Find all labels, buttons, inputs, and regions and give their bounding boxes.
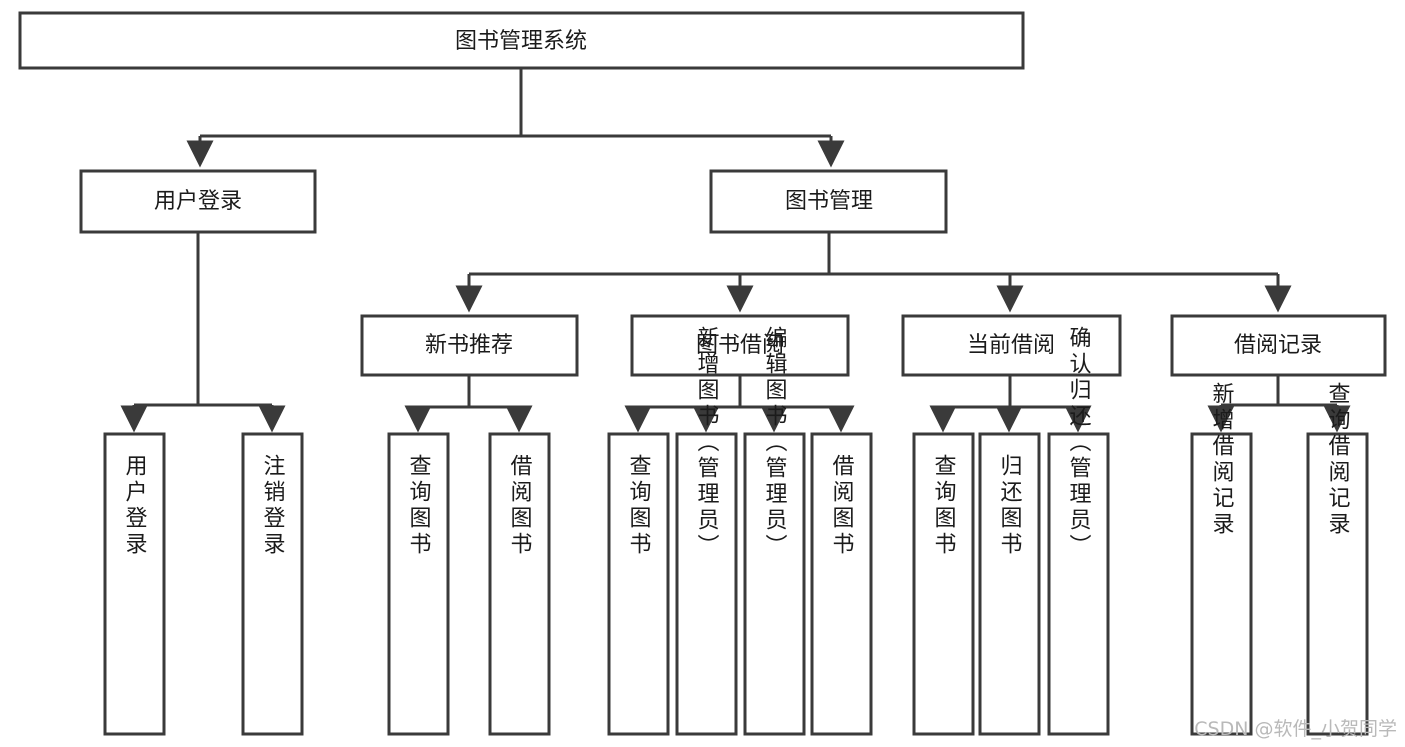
leaf-user-login-1-label: 用户登录 bbox=[122, 454, 148, 558]
node-user-login[interactable]: 用户登录 bbox=[79, 169, 317, 234]
node-borrow-record[interactable]: 借阅记录 bbox=[1170, 314, 1387, 377]
leaf-book-borrow-4-label: 借阅图书 bbox=[829, 454, 855, 558]
leaf-book-borrow-3-box[interactable] bbox=[743, 432, 806, 736]
leaf-borrow-record-1-box[interactable] bbox=[1190, 432, 1253, 736]
node-current-borrow-box[interactable] bbox=[901, 314, 1122, 377]
node-book-manage[interactable]: 图书管理 bbox=[709, 169, 948, 234]
leaf-user-login-2-label: 注销登录 bbox=[260, 454, 286, 558]
node-current-borrow[interactable]: 当前借阅 bbox=[901, 314, 1122, 377]
node-new-book-recommend-box[interactable] bbox=[360, 314, 579, 377]
leaf-current-borrow-1-box[interactable] bbox=[912, 432, 975, 736]
node-user-login-label: 用户登录 bbox=[154, 189, 242, 214]
leaf-book-borrow-3-label: 编辑图书（管理员） bbox=[762, 326, 788, 560]
node-book-borrow-label: 图书借阅 bbox=[696, 333, 784, 358]
leaf-current-borrow-3[interactable]: 确认归还（管理员） bbox=[1047, 326, 1110, 736]
leaf-current-borrow-1-label: 查询图书 bbox=[931, 454, 957, 558]
leaf-borrow-record-1[interactable]: 新增借阅记录 bbox=[1190, 382, 1253, 736]
node-root[interactable]: 图书管理系统 bbox=[18, 11, 1025, 70]
leaf-book-borrow-3[interactable]: 编辑图书（管理员） bbox=[743, 326, 806, 736]
leaf-user-login-2-box[interactable] bbox=[241, 432, 304, 736]
edge-group bbox=[120, 68, 1351, 433]
leaf-book-borrow-1-box[interactable] bbox=[607, 432, 670, 736]
node-new-book-recommend[interactable]: 新书推荐 bbox=[360, 314, 579, 377]
node-user-login-box[interactable] bbox=[79, 169, 317, 234]
leaf-borrow-record-1-label: 新增借阅记录 bbox=[1209, 382, 1235, 538]
leaf-book-borrow-2[interactable]: 新增图书（管理员） bbox=[675, 326, 738, 736]
node-book-borrow[interactable]: 图书借阅 bbox=[630, 314, 850, 377]
node-book-borrow-box[interactable] bbox=[630, 314, 850, 377]
node-book-manage-label: 图书管理 bbox=[785, 189, 873, 214]
leaf-current-borrow-2[interactable]: 归还图书 bbox=[978, 432, 1041, 736]
leaf-user-login-1[interactable]: 用户登录 bbox=[103, 432, 166, 736]
leaf-new-book-recommend-1[interactable]: 查询图书 bbox=[387, 432, 450, 736]
leaf-current-borrow-2-label: 归还图书 bbox=[997, 454, 1023, 558]
leaf-new-book-recommend-2-box[interactable] bbox=[488, 432, 551, 736]
node-book-manage-box[interactable] bbox=[709, 169, 948, 234]
leaf-current-borrow-2-box[interactable] bbox=[978, 432, 1041, 736]
leaf-new-book-recommend-2-label: 借阅图书 bbox=[507, 454, 533, 558]
leaf-borrow-record-2-box[interactable] bbox=[1306, 432, 1369, 736]
leaf-current-borrow-3-box[interactable] bbox=[1047, 432, 1110, 736]
leaf-book-borrow-4[interactable]: 借阅图书 bbox=[810, 432, 873, 736]
leaf-current-borrow-3-label: 确认归还（管理员） bbox=[1066, 326, 1092, 560]
leaf-book-borrow-4-box[interactable] bbox=[810, 432, 873, 736]
leaf-book-borrow-1-label: 查询图书 bbox=[626, 454, 652, 558]
leaf-user-login-1-box[interactable] bbox=[103, 432, 166, 736]
node-borrow-record-box[interactable] bbox=[1170, 314, 1387, 377]
leaf-book-borrow-1[interactable]: 查询图书 bbox=[607, 432, 670, 736]
node-root-label: 图书管理系统 bbox=[455, 29, 587, 54]
node-borrow-record-label: 借阅记录 bbox=[1234, 333, 1322, 358]
leaf-borrow-record-2[interactable]: 查询借阅记录 bbox=[1306, 382, 1369, 736]
leaf-borrow-record-2-label: 查询借阅记录 bbox=[1325, 382, 1351, 538]
node-current-borrow-label: 当前借阅 bbox=[967, 333, 1055, 358]
leaf-current-borrow-1[interactable]: 查询图书 bbox=[912, 432, 975, 736]
leaf-new-book-recommend-1-label: 查询图书 bbox=[406, 454, 432, 558]
node-root-box[interactable] bbox=[18, 11, 1025, 70]
leaf-book-borrow-2-box[interactable] bbox=[675, 432, 738, 736]
leaf-new-book-recommend-2[interactable]: 借阅图书 bbox=[488, 432, 551, 736]
leaf-book-borrow-2-label: 新增图书（管理员） bbox=[694, 326, 720, 560]
leaf-user-login-2[interactable]: 注销登录 bbox=[241, 432, 304, 736]
node-new-book-recommend-label: 新书推荐 bbox=[425, 333, 513, 358]
leaf-new-book-recommend-1-box[interactable] bbox=[387, 432, 450, 736]
